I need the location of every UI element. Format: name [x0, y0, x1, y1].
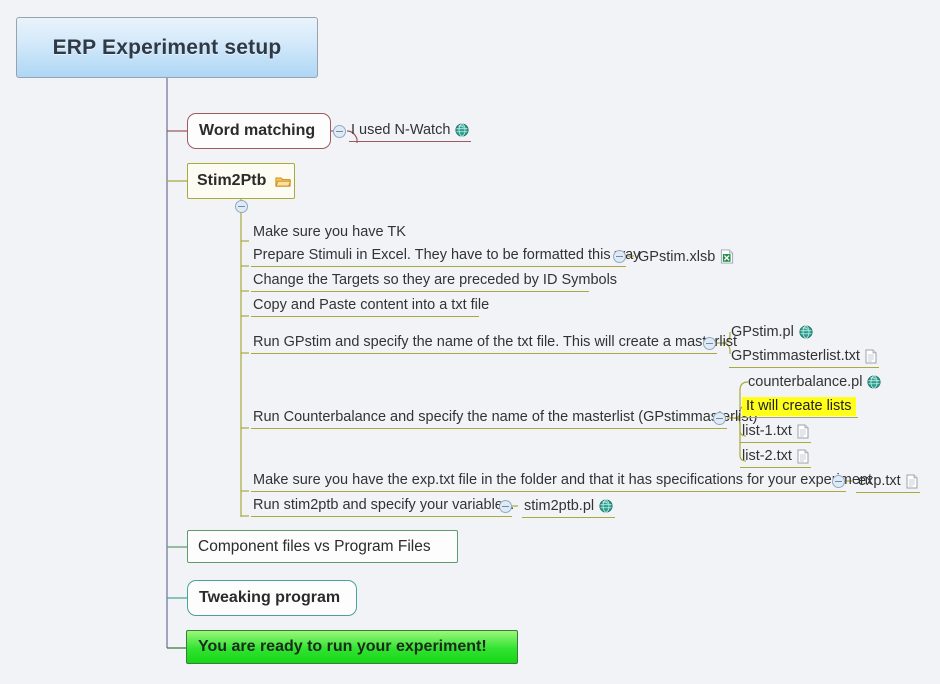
document-icon: [797, 449, 809, 463]
branch-stim2ptb-label: Stim2Ptb: [197, 172, 267, 189]
node-counterbalance-pl[interactable]: counterbalance.pl: [746, 371, 883, 393]
step-make-sure-tk[interactable]: Make sure you have TK: [251, 221, 408, 243]
node-list-2-txt-label: list-2.txt: [742, 448, 792, 464]
branch-tweaking-program-label: Tweaking program: [199, 589, 341, 606]
step-run-gpstim[interactable]: Run GPstim and specify the name of the t…: [251, 332, 737, 354]
collapse-toggle-stim2ptb[interactable]: [235, 200, 248, 213]
node-stim2ptb-pl[interactable]: stim2ptb.pl: [522, 496, 616, 518]
collapse-toggle-word-matching[interactable]: [333, 125, 346, 138]
node-i-used-n-watch[interactable]: I used N-Watch: [349, 120, 472, 142]
node-gpstim-xlsb-label: GPstim.xlsb: [638, 248, 716, 265]
step-change-targets-label: Change the Targets so they are preceded …: [253, 272, 618, 288]
node-gpstimmasterlist-txt[interactable]: GPstimmasterlist.txt: [729, 346, 879, 368]
step-make-sure-tk-label: Make sure you have TK: [253, 223, 406, 240]
excel-icon: [721, 249, 734, 264]
node-gpstim-pl[interactable]: GPstim.pl: [729, 321, 815, 343]
branch-ready-to-run[interactable]: You are ready to run your experiment!: [186, 630, 518, 664]
step-run-counterbalance-label: Run Counterbalance and specify the name …: [253, 409, 758, 425]
node-list-1-txt-label: list-1.txt: [742, 423, 792, 439]
node-gpstim-pl-label: GPstim.pl: [731, 323, 794, 340]
collapse-toggle-make-sure-exp-txt[interactable]: [832, 475, 845, 488]
node-gpstim-xlsb[interactable]: GPstim.xlsb: [636, 246, 736, 268]
step-copy-paste-label: Copy and Paste content into a txt file: [253, 297, 490, 313]
document-icon: [797, 424, 809, 438]
step-change-targets[interactable]: Change the Targets so they are preceded …: [251, 270, 617, 292]
node-exp-txt-label: exp.txt: [858, 473, 901, 489]
root-label: ERP Experiment setup: [52, 35, 282, 59]
collapse-toggle-run-gpstim[interactable]: [703, 337, 716, 350]
step-run-stim2ptb-label: Run stim2ptb and specify your variables.: [253, 497, 515, 513]
branch-component-files-label: Component files vs Program Files: [198, 537, 431, 555]
step-make-sure-exp-txt-label: Make sure you have the exp.txt file in t…: [253, 472, 872, 488]
branch-word-matching[interactable]: Word matching: [187, 113, 331, 149]
branch-stim2ptb[interactable]: Stim2Ptb: [187, 163, 295, 199]
step-prepare-stimuli-label: Prepare Stimuli in Excel. They have to b…: [253, 247, 641, 263]
step-make-sure-exp-txt[interactable]: Make sure you have the exp.txt file in t…: [251, 470, 872, 492]
collapse-toggle-prepare-stimuli[interactable]: [613, 250, 626, 263]
branch-tweaking-program[interactable]: Tweaking program: [187, 580, 357, 616]
node-stim2ptb-pl-label: stim2ptb.pl: [524, 498, 595, 514]
globe-icon: [599, 499, 613, 513]
folder-icon: [275, 177, 292, 187]
step-run-stim2ptb[interactable]: Run stim2ptb and specify your variables.: [251, 495, 515, 517]
node-i-used-n-watch-label: I used N-Watch: [351, 122, 451, 138]
branch-word-matching-label: Word matching: [199, 122, 316, 139]
step-run-gpstim-label: Run GPstim and specify the name of the t…: [253, 334, 738, 350]
globe-icon: [455, 123, 469, 137]
document-icon: [906, 474, 918, 488]
node-list-2-txt[interactable]: list-2.txt: [740, 446, 811, 468]
collapse-toggle-run-stim2ptb[interactable]: [499, 500, 512, 513]
root-node[interactable]: ERP Experiment setup: [16, 17, 318, 78]
globe-icon: [799, 324, 813, 339]
node-counterbalance-pl-label: counterbalance.pl: [748, 373, 863, 390]
step-run-counterbalance[interactable]: Run Counterbalance and specify the name …: [251, 407, 758, 429]
document-icon: [865, 349, 877, 363]
step-prepare-stimuli[interactable]: Prepare Stimuli in Excel. They have to b…: [251, 245, 640, 267]
collapse-toggle-run-counterbalance[interactable]: [713, 412, 726, 425]
node-it-will-create-lists-label: It will create lists: [742, 396, 856, 416]
branch-component-files[interactable]: Component files vs Program Files: [187, 530, 458, 563]
step-copy-paste[interactable]: Copy and Paste content into a txt file: [251, 295, 489, 317]
node-it-will-create-lists[interactable]: It will create lists: [740, 396, 858, 418]
globe-icon: [867, 374, 882, 389]
branch-ready-to-run-label: You are ready to run your experiment!: [198, 638, 487, 655]
node-list-1-txt[interactable]: list-1.txt: [740, 421, 811, 443]
node-gpstimmasterlist-txt-label: GPstimmasterlist.txt: [731, 348, 860, 364]
node-exp-txt[interactable]: exp.txt: [856, 471, 920, 493]
